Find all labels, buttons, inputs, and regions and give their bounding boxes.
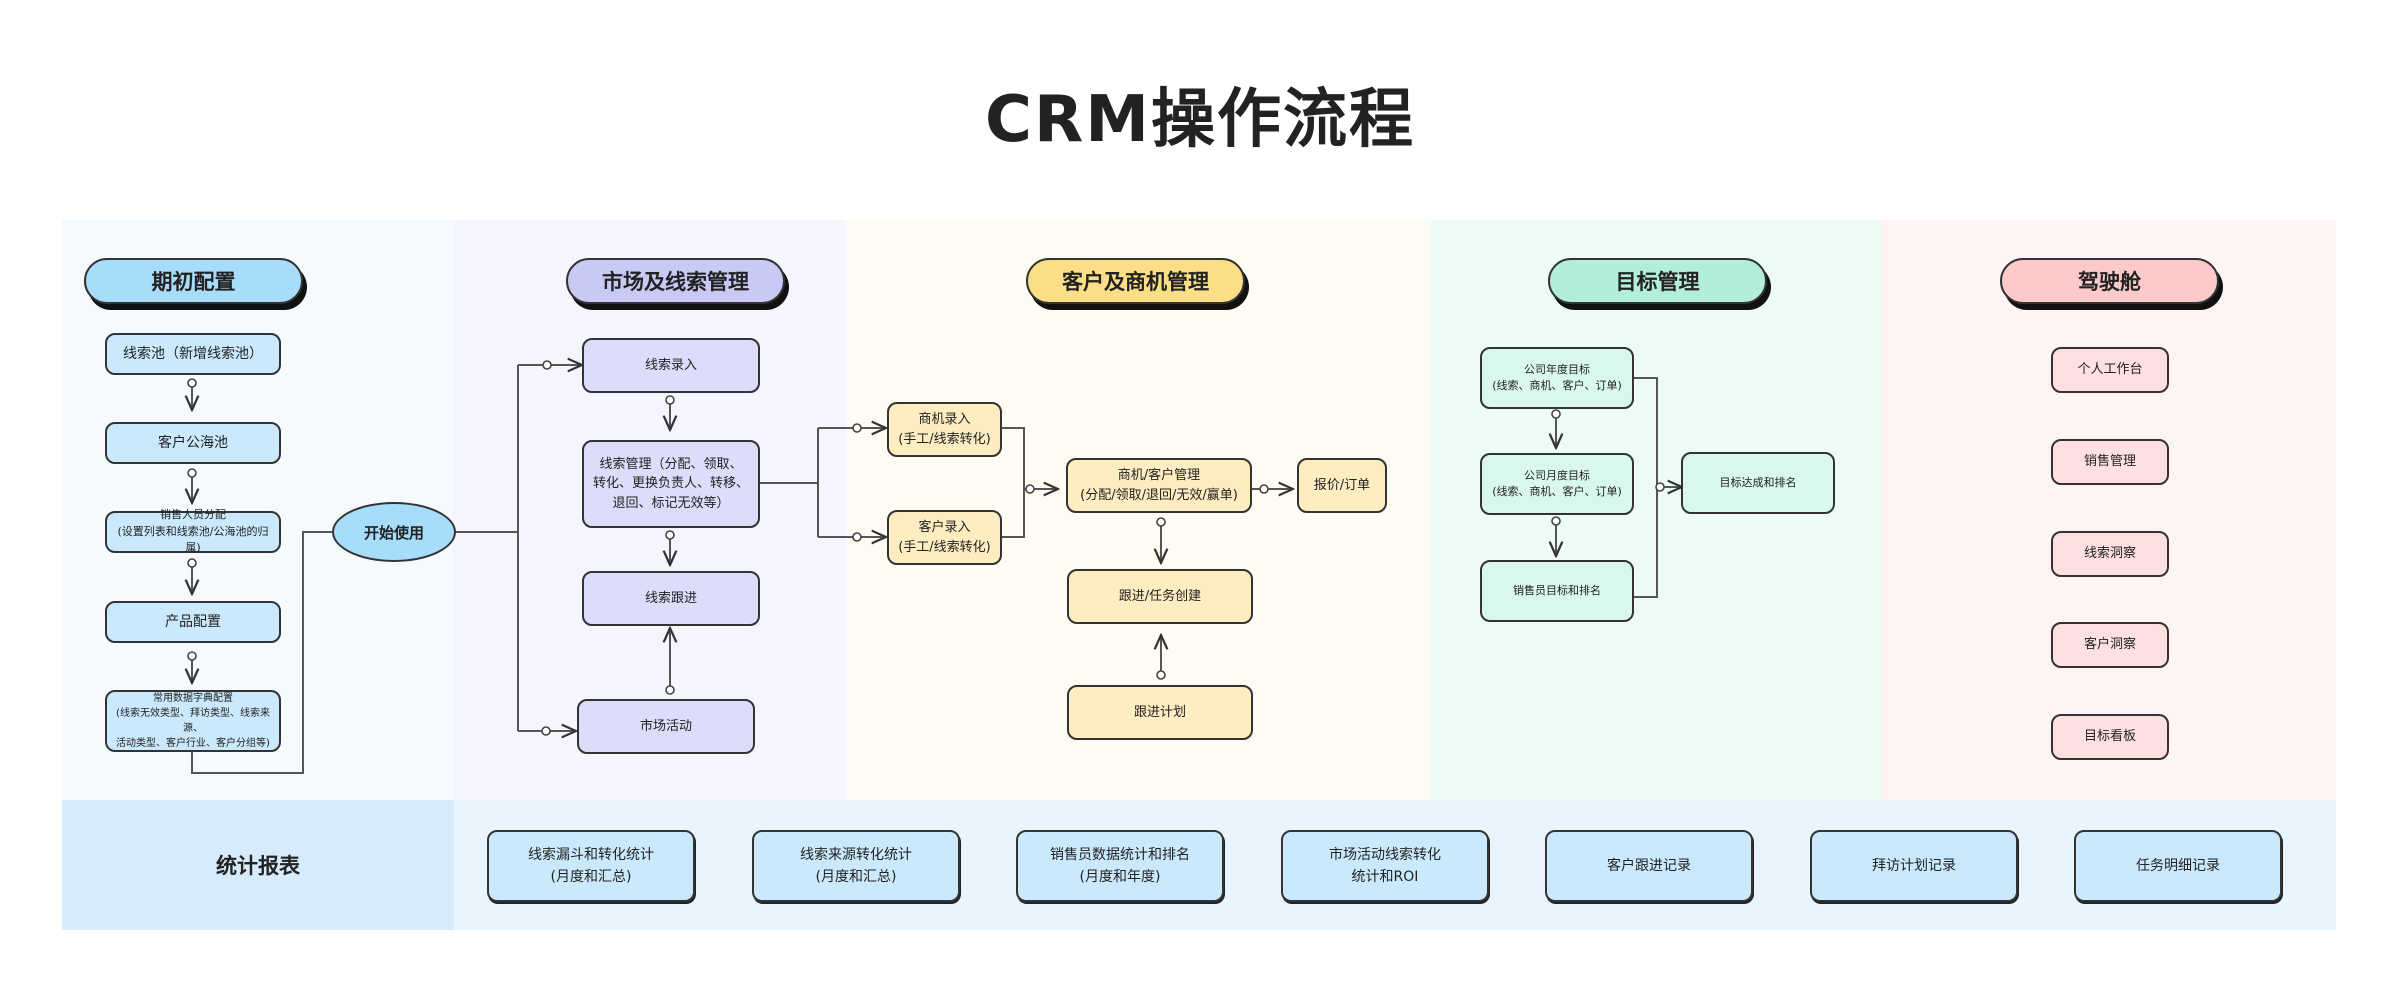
customer-quote-order[interactable]: 报价/订单 [1297,458,1387,513]
goal-achievement[interactable]: 目标达成和排名 [1681,452,1835,514]
cockpit-customer-insight[interactable]: 客户洞察 [2051,622,2169,668]
goal-monthly[interactable]: 公司月度目标 (线索、商机、客户、订单) [1480,453,1634,515]
header-cockpit: 驾驶舱 [2000,258,2219,304]
header-setup: 期初配置 [84,258,303,304]
customer-entry[interactable]: 客户录入 (手工/线索转化) [887,510,1002,565]
goal-annual[interactable]: 公司年度目标 (线索、商机、客户、订单) [1480,347,1634,409]
header-market: 市场及线索管理 [566,258,785,304]
market-campaign[interactable]: 市场活动 [577,699,755,754]
cockpit-goal-board[interactable]: 目标看板 [2051,714,2169,760]
goal-salesperson[interactable]: 销售员目标和排名 [1480,560,1634,622]
cockpit-lead-insight[interactable]: 线索洞察 [2051,531,2169,577]
cockpit-sales-manage[interactable]: 销售管理 [2051,439,2169,485]
setup-dictionary-config[interactable]: 常用数据字典配置 (线索无效类型、拜访类型、线索来源、 活动类型、客户行业、客户… [105,690,281,752]
setup-sales-assign[interactable]: 销售人员分配 (设置列表和线索池/公海池的归属) [105,508,281,554]
setup-customer-pool[interactable]: 客户公海池 [105,422,281,464]
report-customer-followup[interactable]: 客户跟进记录 [1545,830,1753,902]
cockpit-column [1881,220,2336,800]
report-task-detail[interactable]: 任务明细记录 [2074,830,2282,902]
report-lead-funnel[interactable]: 线索漏斗和转化统计 (月度和汇总) [487,830,695,902]
market-lead-manage[interactable]: 线索管理（分配、领取、 转化、更换负责人、转移、 退回、标记无效等） [582,440,760,528]
customer-opportunity-entry[interactable]: 商机录入 (手工/线索转化) [887,402,1002,457]
start-node[interactable]: 开始使用 [332,502,456,562]
header-customer: 客户及商机管理 [1026,258,1245,304]
report-lead-source[interactable]: 线索来源转化统计 (月度和汇总) [752,830,960,902]
market-lead-followup[interactable]: 线索跟进 [582,571,760,626]
market-lead-entry[interactable]: 线索录入 [582,338,760,393]
report-salesperson-stats[interactable]: 销售员数据统计和排名 (月度和年度) [1016,830,1224,902]
report-label: 统计报表 [62,800,454,930]
setup-product-config[interactable]: 产品配置 [105,601,281,643]
page-title: CRM操作流程 [985,83,1415,157]
header-goal: 目标管理 [1548,258,1767,304]
cockpit-workbench[interactable]: 个人工作台 [2051,347,2169,393]
customer-followup-plan[interactable]: 跟进计划 [1067,685,1253,740]
report-campaign-roi[interactable]: 市场活动线索转化 统计和ROI [1281,830,1489,902]
customer-task-create[interactable]: 跟进/任务创建 [1067,569,1253,624]
customer-opportunity-manage[interactable]: 商机/客户管理 (分配/领取/退回/无效/赢单) [1066,458,1252,513]
setup-lead-pool[interactable]: 线索池（新增线索池） [105,333,281,375]
report-visit-plan[interactable]: 拜访计划记录 [1810,830,2018,902]
